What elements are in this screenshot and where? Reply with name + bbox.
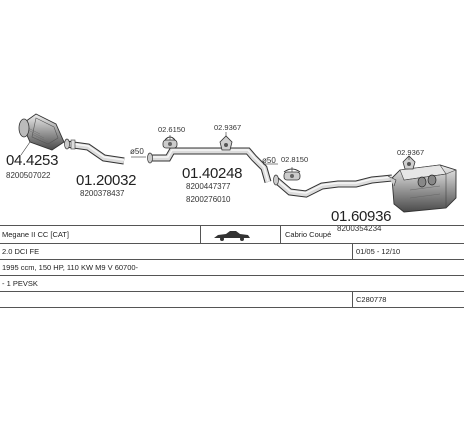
info-row-spec: 1995 ccm, 150 HP, 110 KW M9 V 60700- [0, 259, 464, 276]
front-pipe-part-number: 01.20032 [76, 172, 137, 189]
exhaust-system-diagram: 04.4253 8200507022 01.20032 8200378437 0… [6, 113, 457, 233]
vehicle-model: Megane II CC [CAT] [2, 230, 69, 239]
mount-3-number: 02.8150 [281, 155, 309, 164]
engine-code: - 1 PEVSK [2, 279, 38, 288]
info-row-model: Megane II CC [CAT] Cabrio Coupé [0, 225, 464, 244]
rear-silencer-part-number: 01.60936 [331, 208, 392, 225]
catalog-code: C280778 [356, 295, 387, 304]
rear-silencer-oem-number: 8200354234 [337, 224, 382, 233]
front-pipe-part[interactable] [64, 138, 125, 165]
cell-divider [280, 226, 281, 244]
catalyst-part-number: 04.4253 [6, 152, 59, 169]
mount-1-number: 02.6150 [158, 125, 186, 134]
body-type: Cabrio Coupé [285, 230, 332, 239]
catalyst-part[interactable] [18, 113, 65, 151]
rear-silencer-part[interactable] [273, 164, 457, 213]
exhaust-drawing [18, 113, 457, 213]
info-row-catalog: C280778 [0, 291, 464, 308]
mount-4-number: 02.9367 [397, 148, 425, 157]
middle-pipe-part-number: 01.40248 [182, 165, 243, 182]
front-pipe-oem-number: 8200378437 [80, 189, 125, 198]
diameter-label-2: ø50 [262, 156, 276, 165]
engine-spec: 1995 ccm, 150 HP, 110 KW M9 V 60700- [2, 263, 139, 272]
catalyst-oem-number: 8200507022 [6, 171, 51, 180]
leader-lines [20, 132, 410, 172]
mount-3-rubber[interactable] [283, 168, 301, 181]
cell-divider [352, 292, 353, 308]
info-row-bottom-border [0, 307, 464, 309]
mount-1-rubber[interactable] [162, 136, 178, 149]
middle-pipe-oem-number-1: 8200447377 [186, 182, 231, 191]
mount-2-rubber[interactable] [219, 135, 233, 151]
engine-name: 2.0 DCI FE [2, 247, 40, 256]
car-cabrio-icon [214, 231, 250, 241]
diameter-label-1: ø50 [130, 147, 144, 156]
info-row-engine: 2.0 DCI FE 01/05 - 12/10 [0, 243, 464, 260]
cell-divider [352, 244, 353, 260]
production-period: 01/05 - 12/10 [356, 247, 401, 256]
cell-divider [200, 226, 201, 244]
info-row-code: - 1 PEVSK [0, 275, 464, 292]
mount-2-number: 02.9367 [214, 123, 242, 132]
middle-pipe-oem-number-2: 8200276010 [186, 195, 231, 204]
mount-4-rubber[interactable] [402, 155, 416, 170]
